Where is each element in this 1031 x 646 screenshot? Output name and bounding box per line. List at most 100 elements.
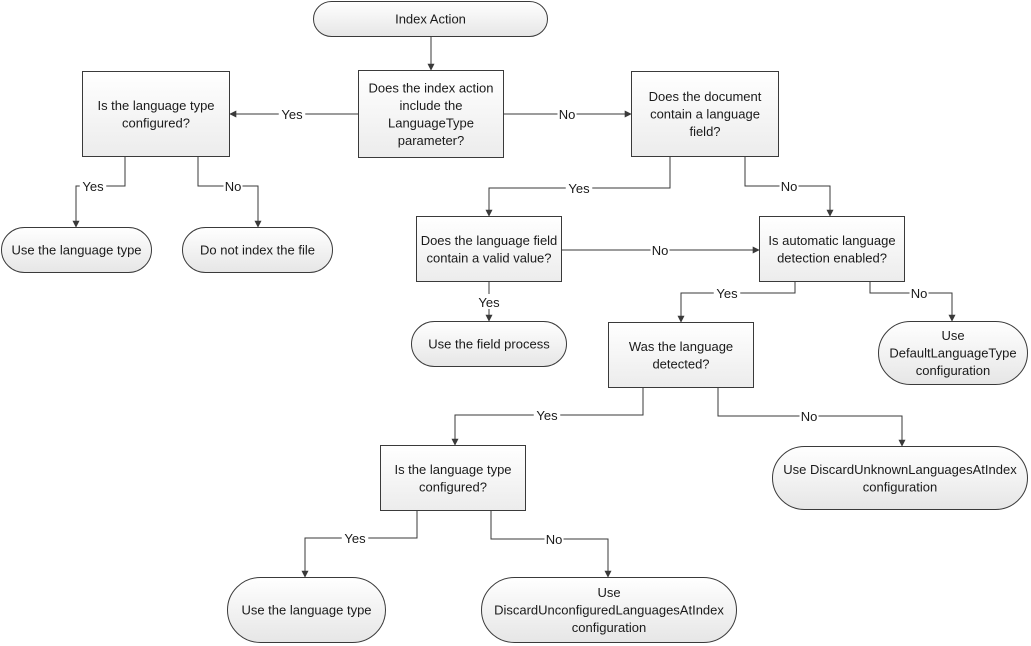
- process-shape: [759, 216, 905, 282]
- node-label-line: configuration: [863, 479, 937, 494]
- node-label-line: Use the language type: [241, 603, 371, 618]
- node-label-line: Is the language type: [394, 462, 511, 477]
- edge-label-yes: Yes: [536, 408, 558, 423]
- edge-type2-yes: Yes: [301, 511, 418, 578]
- node-label-line: detected?: [652, 356, 709, 371]
- node-label-line: Use: [597, 585, 620, 600]
- process-shape: [631, 71, 779, 157]
- edge-type2-no: No: [490, 511, 612, 578]
- edge-param-no: No: [504, 106, 632, 122]
- edge-auto-yes: Yes: [677, 282, 796, 323]
- edge-label-background: [79, 178, 107, 193]
- decision-box-q-type1: Is the language type configured?: [82, 71, 230, 157]
- node-label-line: configured?: [419, 479, 487, 494]
- edge-label-yes: Yes: [568, 181, 590, 196]
- edge-param-yes: Yes: [229, 106, 358, 122]
- terminal-use-discard-unknown: Use DiscardUnknownLanguagesAtIndex config…: [772, 446, 1028, 510]
- node-label-line: LanguageType: [388, 115, 474, 130]
- edge-label-background: [557, 106, 577, 121]
- edge-label-background: [909, 285, 929, 300]
- node-label-line: Was the language: [629, 339, 733, 354]
- node-label-line: Do not index the file: [200, 243, 315, 258]
- terminal-shape: [772, 446, 1028, 510]
- terminal-shape: [227, 577, 386, 643]
- terminal-use-type2: Use the language type: [227, 577, 386, 643]
- terminal-start: Index Action: [313, 1, 548, 37]
- terminal-use-type1: Use the language type: [1, 227, 152, 273]
- node-label-line: Index Action: [395, 12, 466, 27]
- decision-box-q-docfield: Does the document contain a language field…: [631, 71, 779, 157]
- node-label-line: configuration: [572, 620, 646, 635]
- edge-valid-no: No: [562, 242, 760, 258]
- edge-label-background: [799, 408, 819, 423]
- edge-label-yes: Yes: [82, 179, 104, 194]
- edge-label-background: [713, 285, 741, 300]
- edge-label-no: No: [225, 179, 242, 194]
- terminal-shape: [313, 1, 548, 37]
- terminal-shape: [878, 321, 1028, 385]
- edge-label-background: [650, 242, 670, 257]
- edge-label-yes: Yes: [344, 531, 366, 546]
- edge-type1-no: No: [197, 157, 262, 228]
- terminal-no-index: Do not index the file: [182, 227, 333, 273]
- process-shape: [380, 445, 526, 511]
- node-label-line: DiscardUnconfiguredLanguagesAtIndex: [494, 603, 724, 618]
- edge-auto-no: No: [869, 282, 956, 322]
- edge-label-background: [544, 531, 564, 546]
- node-label-line: Use DiscardUnknownLanguagesAtIndex: [783, 462, 1017, 477]
- edge-label-yes: Yes: [716, 286, 738, 301]
- edge-type1-yes: Yes: [72, 157, 126, 228]
- edge-label-no: No: [546, 532, 563, 547]
- node-label-line: field?: [689, 124, 720, 139]
- edge-label-yes: Yes: [478, 295, 500, 310]
- node-label-line: Use the field process: [428, 337, 550, 352]
- decision-box-q-type2: Is the language type configured?: [380, 445, 526, 511]
- edge-label-no: No: [911, 286, 928, 301]
- edge-label-background: [779, 178, 799, 193]
- node-label-line: contain a valid value?: [426, 250, 551, 265]
- process-shape: [358, 70, 504, 158]
- edge-detected-no: No: [717, 388, 906, 447]
- process-shape: [416, 216, 562, 282]
- edge-label-background: [223, 178, 243, 193]
- node-label-line: Does the index action: [368, 80, 493, 95]
- node-label-line: detection enabled?: [777, 250, 887, 265]
- terminal-shape: [182, 227, 333, 273]
- node-label-line: parameter?: [398, 133, 464, 148]
- process-shape: [608, 322, 754, 388]
- process-shape: [82, 71, 230, 157]
- edge-label-yes: Yes: [281, 107, 303, 122]
- edge-docfield-yes: Yes: [485, 157, 671, 217]
- node-label-line: Use: [941, 328, 964, 343]
- terminal-shape: [411, 321, 567, 367]
- node-label-line: configured?: [122, 115, 190, 130]
- edge-label-no: No: [781, 179, 798, 194]
- edge-label-no: No: [652, 243, 669, 258]
- edge-label-background: [533, 407, 561, 422]
- edge-label-background: [341, 530, 369, 545]
- edge-label-no: No: [801, 409, 818, 424]
- edge-label-no: No: [559, 107, 576, 122]
- terminal-shape: [481, 577, 737, 643]
- node-label-line: contain a language: [650, 107, 760, 122]
- edge-detected-yes: Yes: [451, 388, 644, 446]
- decision-box-q-auto: Is automatic language detection enabled?: [759, 216, 905, 282]
- node-label-line: Does the document: [649, 89, 762, 104]
- edge-valid-yes: Yes: [475, 282, 503, 322]
- node-label-line: Is automatic language: [768, 233, 895, 248]
- edge-label-background: [278, 106, 306, 121]
- node-label-line: Use the language type: [11, 243, 141, 258]
- node-label-line: Is the language type: [97, 98, 214, 113]
- terminal-use-field: Use the field process: [411, 321, 567, 367]
- edge-docfield-no: No: [744, 157, 834, 217]
- node-label-line: DefaultLanguageType: [889, 346, 1016, 361]
- edge-label-background: [565, 180, 593, 195]
- decision-box-q-detected: Was the language detected?: [608, 322, 754, 388]
- edge-label-background: [475, 294, 503, 309]
